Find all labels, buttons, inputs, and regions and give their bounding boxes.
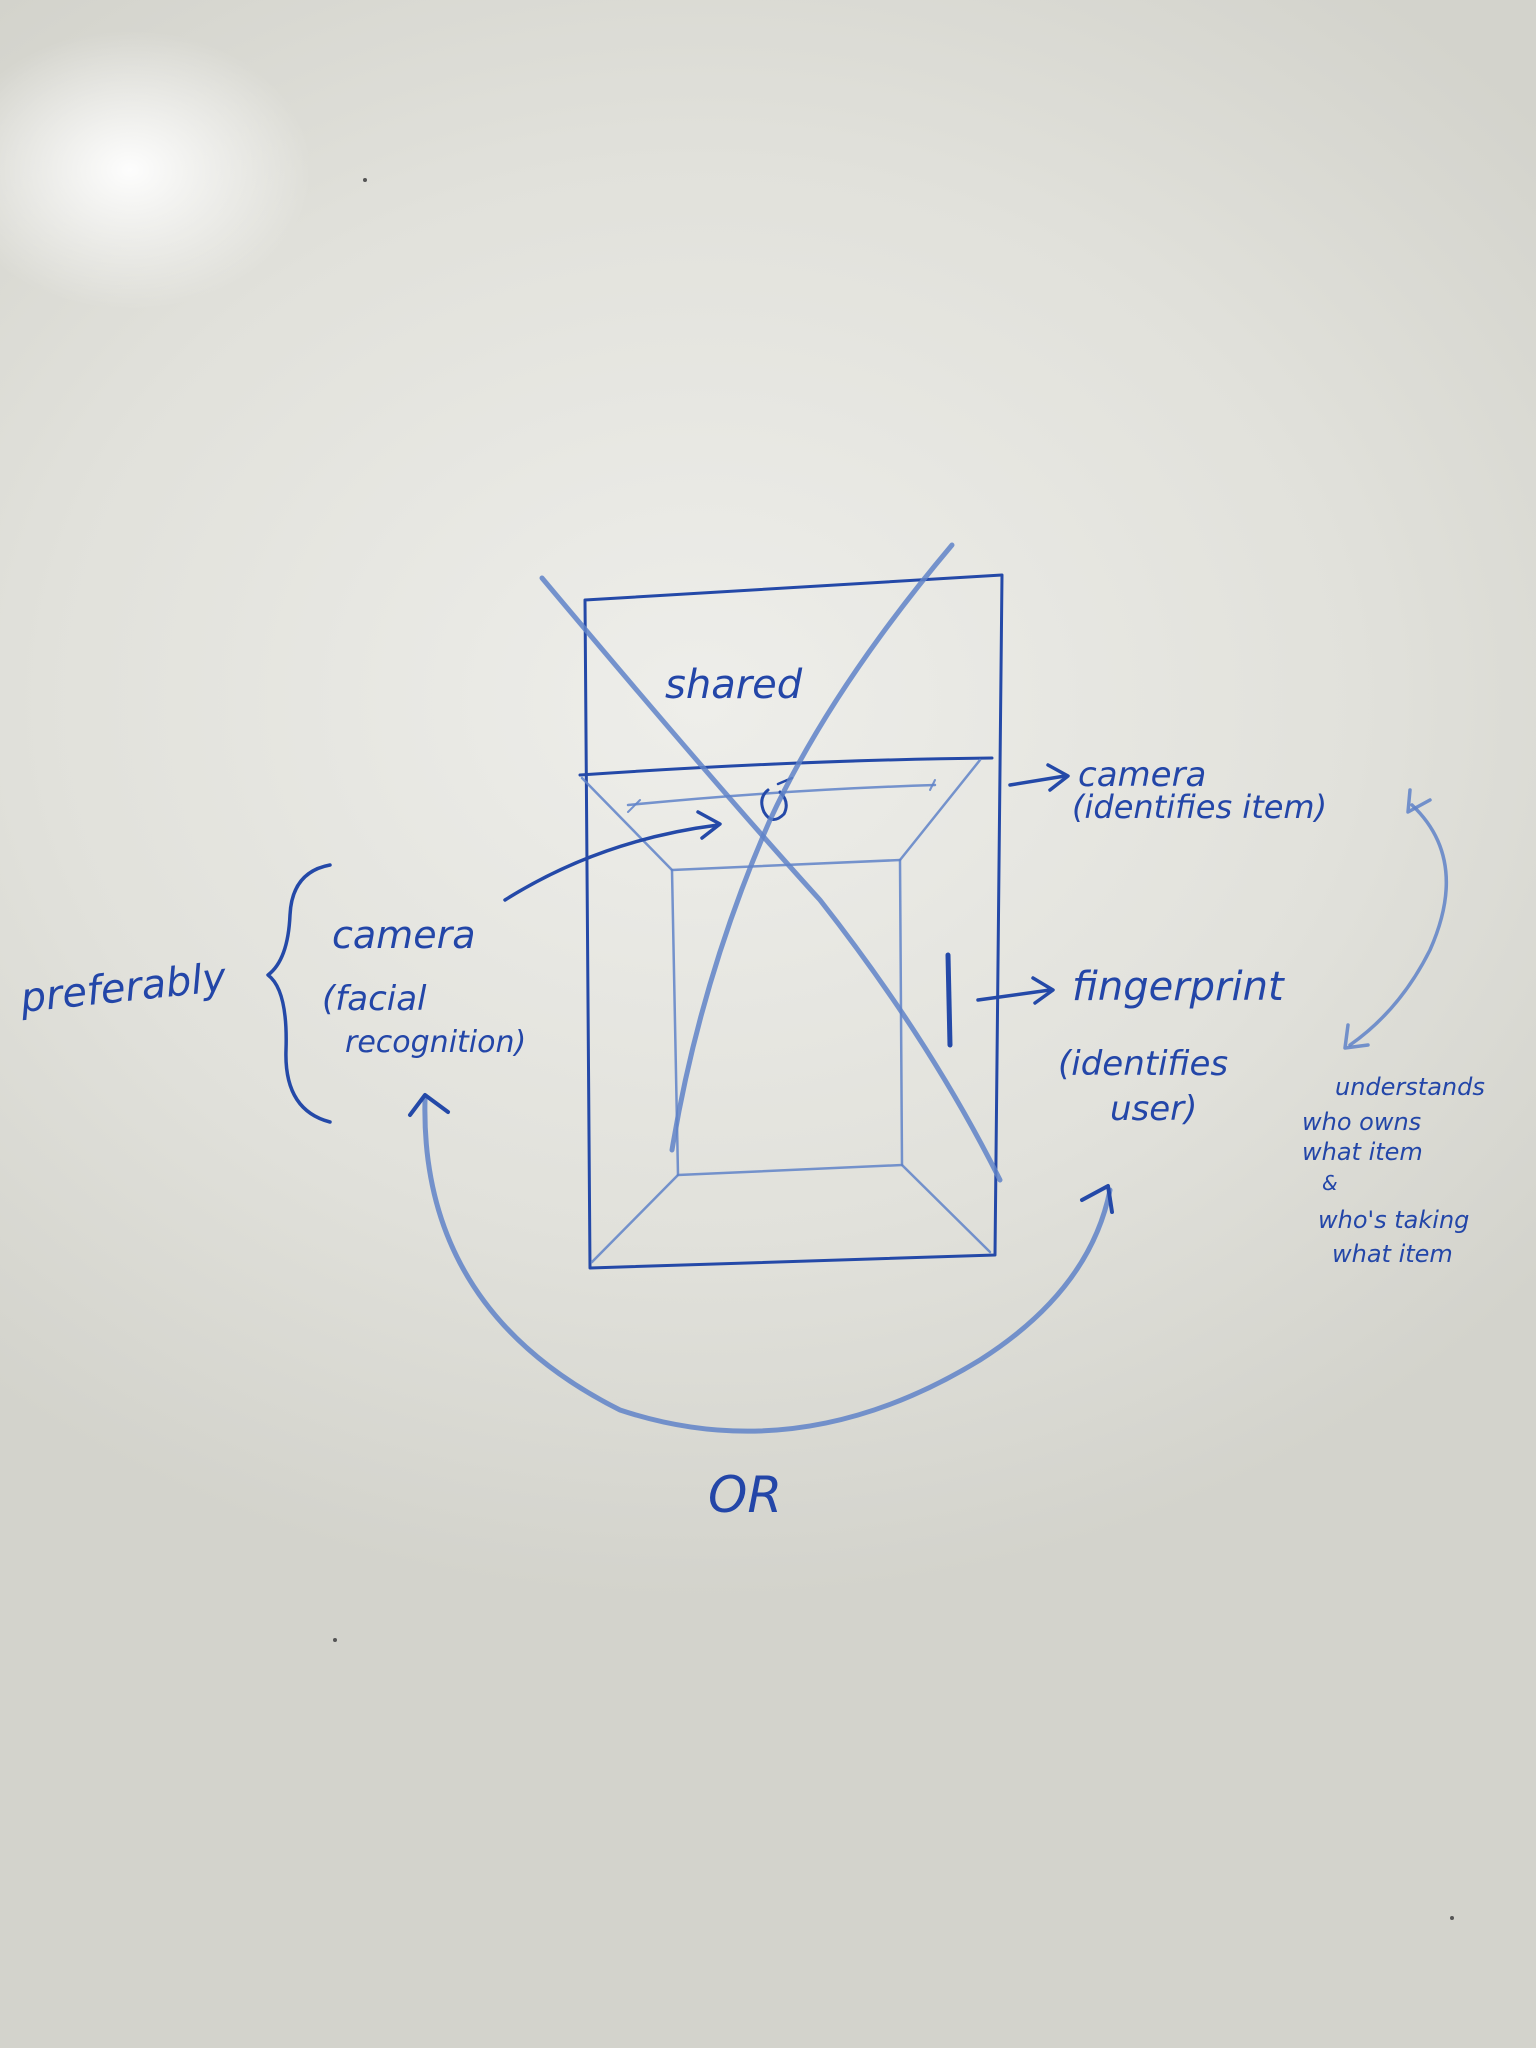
cabinet-outline bbox=[578, 573, 1004, 1270]
top-camera-subtitle: (identifies item) bbox=[1072, 788, 1327, 826]
curly-brace bbox=[266, 863, 332, 1124]
note-line-6: what item bbox=[1332, 1240, 1453, 1268]
arrow-fingerprint bbox=[976, 976, 1055, 1005]
double-arrow-note bbox=[1343, 788, 1449, 1050]
alternative-label: OR bbox=[708, 1466, 782, 1524]
cross-out-mark bbox=[539, 542, 1003, 1183]
or-curve-arrow bbox=[408, 1093, 1114, 1434]
fingerprint-sensor-icon bbox=[945, 952, 953, 1048]
note-line-3: what item bbox=[1302, 1138, 1423, 1166]
fingerprint-subtitle-2: user) bbox=[1110, 1089, 1197, 1129]
face-camera-title: camera bbox=[332, 913, 475, 957]
fingerprint-title: fingerprint bbox=[1072, 964, 1285, 1010]
board-speck bbox=[1450, 1916, 1454, 1920]
box-label-shared: shared bbox=[665, 662, 803, 708]
face-camera-subtitle-1: (facial bbox=[322, 979, 427, 1019]
note-line-5: who's taking bbox=[1318, 1206, 1469, 1234]
note-line-4: & bbox=[1322, 1171, 1338, 1195]
arrow-face-camera bbox=[503, 810, 722, 902]
arrow-top-camera bbox=[1008, 763, 1070, 792]
preference-label: preferably bbox=[17, 954, 229, 1022]
board-speck bbox=[333, 1638, 337, 1642]
note-line-1: understands bbox=[1335, 1073, 1485, 1101]
board-speck bbox=[363, 178, 367, 182]
note-line-2: who owns bbox=[1302, 1108, 1421, 1136]
face-camera-subtitle-2: recognition) bbox=[345, 1025, 526, 1060]
fingerprint-subtitle-1: (identifies bbox=[1058, 1044, 1228, 1084]
top-camera-title: camera bbox=[1078, 755, 1206, 795]
note-text: understands who owns what item & who's t… bbox=[1302, 1073, 1485, 1268]
